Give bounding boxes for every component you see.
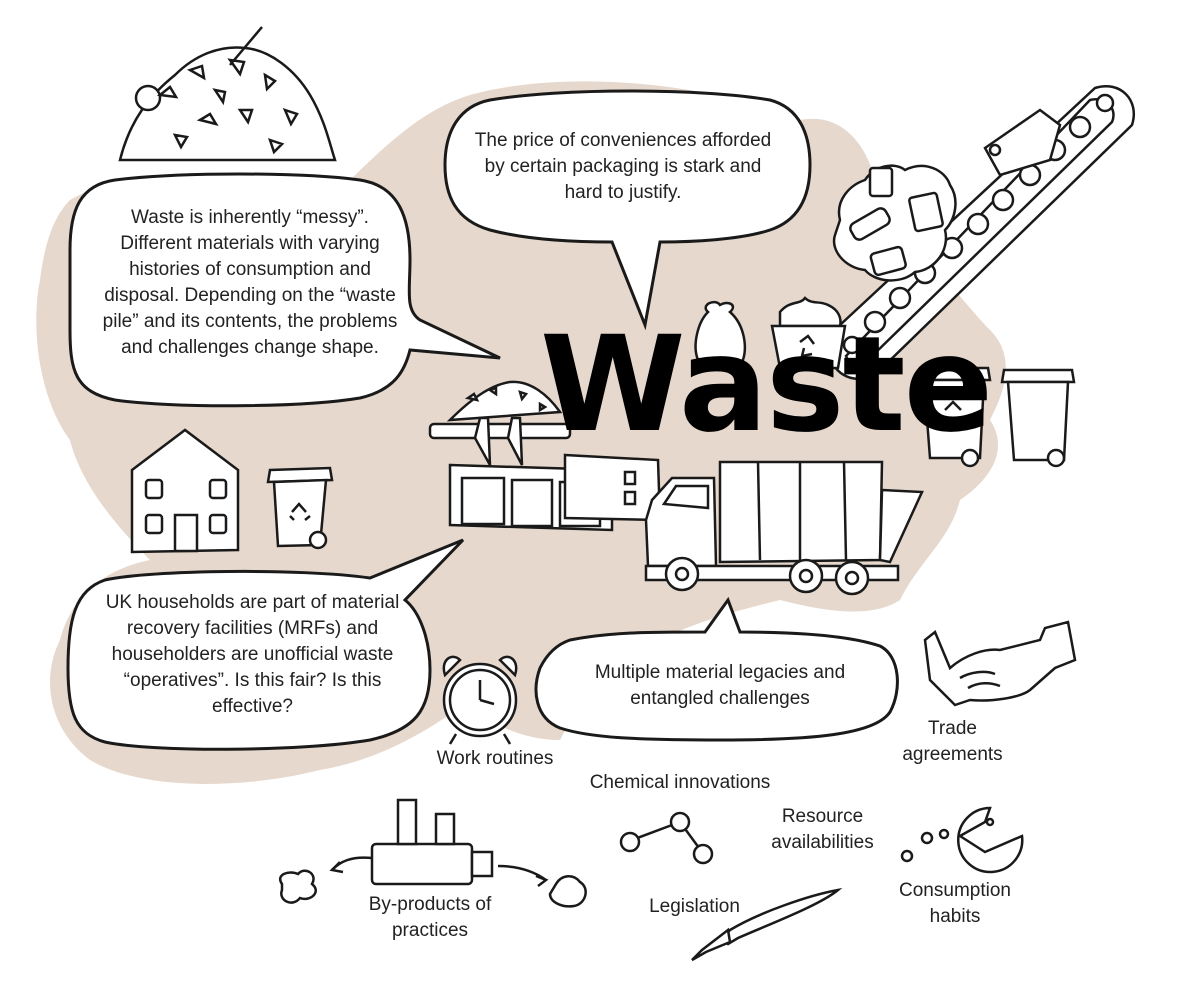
pen-nib-icon <box>691 887 843 962</box>
bubble-packaging-text: The price of conveniences afforded by ce… <box>474 130 772 203</box>
label-resource-availabilities: Resource availabilities <box>771 806 874 853</box>
bubble-households <box>66 538 465 751</box>
molecule-icon <box>619 811 714 865</box>
label-legislation: Legislation <box>649 896 740 917</box>
garbage-truck-icon <box>644 460 924 596</box>
alarm-clock-icon <box>442 655 518 745</box>
bubble-legacies <box>534 596 899 742</box>
recycling-box-icon <box>770 296 847 370</box>
title-waste: Waste <box>540 308 993 462</box>
label-chemical-innovations: Chemical innovations <box>589 772 771 793</box>
bubble-households-text: UK households are part of material recov… <box>105 592 400 717</box>
label-byproducts: By-products of practices <box>368 894 492 941</box>
bubble-messy-text: Waste is inherently “messy”. Different m… <box>102 207 398 358</box>
pacman-icon <box>900 806 1024 874</box>
bubble-packaging <box>443 89 812 331</box>
bubble-legacies-text: Multiple material legacies and entangled… <box>594 662 846 709</box>
rubbish-bag-icon <box>694 300 747 371</box>
wheelie-bin-icon-2 <box>1000 368 1076 468</box>
factory-icon <box>428 380 662 532</box>
handshake-icon <box>923 620 1077 707</box>
label-work-routines: Work routines <box>436 748 554 769</box>
label-trade-agreements: Trade agreements <box>902 718 1003 765</box>
conveyor-belt-icon <box>828 85 1135 381</box>
byproducts-factory-icon <box>279 798 587 908</box>
waste-pile-icon <box>118 26 337 162</box>
label-consumption-habits: Consumption habits <box>899 880 1011 927</box>
house-icon <box>130 428 240 554</box>
bubble-messy <box>68 172 501 408</box>
small-bin-icon <box>266 466 334 550</box>
wheelie-bin-icon <box>916 366 992 468</box>
